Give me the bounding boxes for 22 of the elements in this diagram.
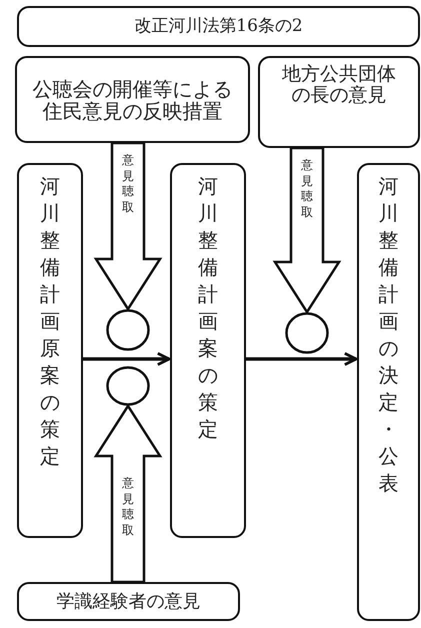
process-box — [258, 56, 420, 148]
edge-label: 意見聴取 — [301, 158, 313, 220]
box-text: 河川整備計画案の策定 — [198, 173, 218, 443]
title-box — [17, 6, 420, 47]
box-text: 学識経験者の意見 — [56, 592, 200, 612]
arrow — [246, 352, 358, 366]
arrow — [83, 352, 170, 366]
box-text: 地方公共団体の長の意見 — [281, 62, 397, 108]
process-box — [17, 163, 83, 538]
edge-label: 意見聴取 — [122, 153, 134, 216]
box-text: 公聴会の開催等による住民意見の反映措置 — [32, 78, 234, 122]
process-box — [17, 582, 240, 621]
box-text: 河川整備計画の決定・公表 — [378, 173, 398, 497]
box-text: 河川整備計画原案の策定 — [40, 173, 60, 470]
process-box — [170, 163, 246, 538]
process-box — [357, 163, 420, 621]
block-arrow — [94, 404, 162, 584]
box-text: 改正河川法第16条の2 — [134, 17, 303, 36]
block-arrow — [94, 142, 162, 312]
block-arrow — [272, 146, 342, 314]
edge-label: 意見聴取 — [122, 476, 134, 538]
process-box — [15, 56, 250, 143]
